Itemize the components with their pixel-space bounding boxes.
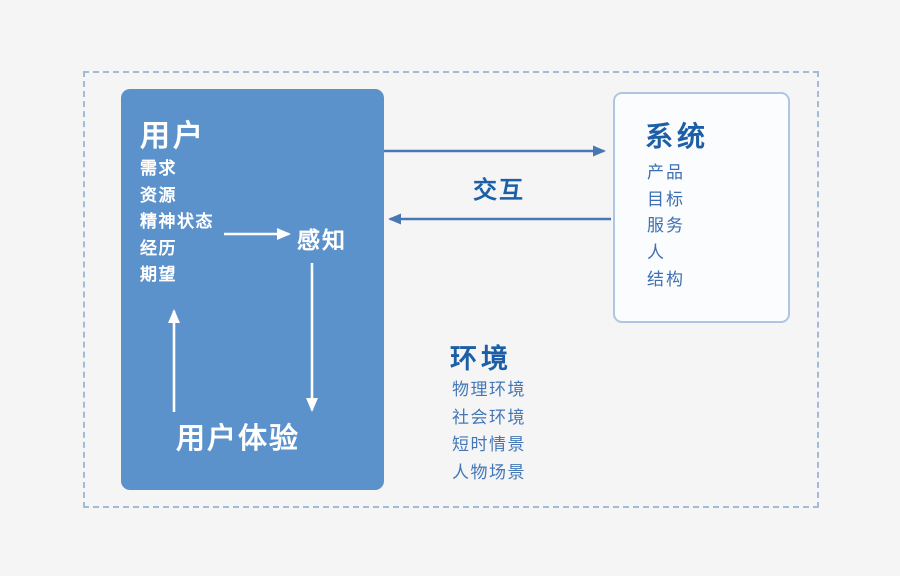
user-item: 经历 bbox=[140, 238, 177, 259]
user-box-title: 用户 bbox=[140, 119, 206, 154]
diagram-dashed-frame bbox=[83, 71, 819, 508]
environment-item: 物理环境 bbox=[452, 380, 526, 400]
interaction-label: 交互 bbox=[473, 176, 525, 204]
user-box: 用户 需求 资源 精神状态 经历 期望 感知 用户体验 bbox=[121, 89, 384, 490]
system-item: 人 bbox=[647, 243, 666, 264]
environment-items-list: 物理环境 社会环境 短时情景 人物场景 bbox=[452, 377, 526, 487]
user-item: 资源 bbox=[140, 185, 177, 206]
user-item: 期望 bbox=[140, 265, 177, 285]
environment-item: 人物场景 bbox=[452, 462, 526, 483]
user-experience-label: 用户体验 bbox=[176, 421, 301, 455]
perception-label: 感知 bbox=[297, 228, 347, 254]
user-item: 需求 bbox=[140, 159, 177, 179]
system-item: 服务 bbox=[647, 216, 685, 237]
environment-item: 短时情景 bbox=[452, 435, 526, 455]
environment-item: 社会环境 bbox=[452, 407, 526, 428]
user-items-list: 需求 资源 精神状态 经历 期望 bbox=[140, 156, 214, 289]
system-item: 结构 bbox=[647, 269, 685, 290]
system-item: 目标 bbox=[647, 189, 685, 210]
user-item: 精神状态 bbox=[140, 212, 214, 232]
system-items-list: 产品 目标 服务 人 结构 bbox=[647, 160, 685, 294]
system-box: 系统 产品 目标 服务 人 结构 bbox=[613, 92, 790, 323]
system-item: 产品 bbox=[647, 163, 685, 183]
environment-title: 环境 bbox=[450, 344, 512, 375]
system-box-title: 系统 bbox=[645, 120, 710, 153]
